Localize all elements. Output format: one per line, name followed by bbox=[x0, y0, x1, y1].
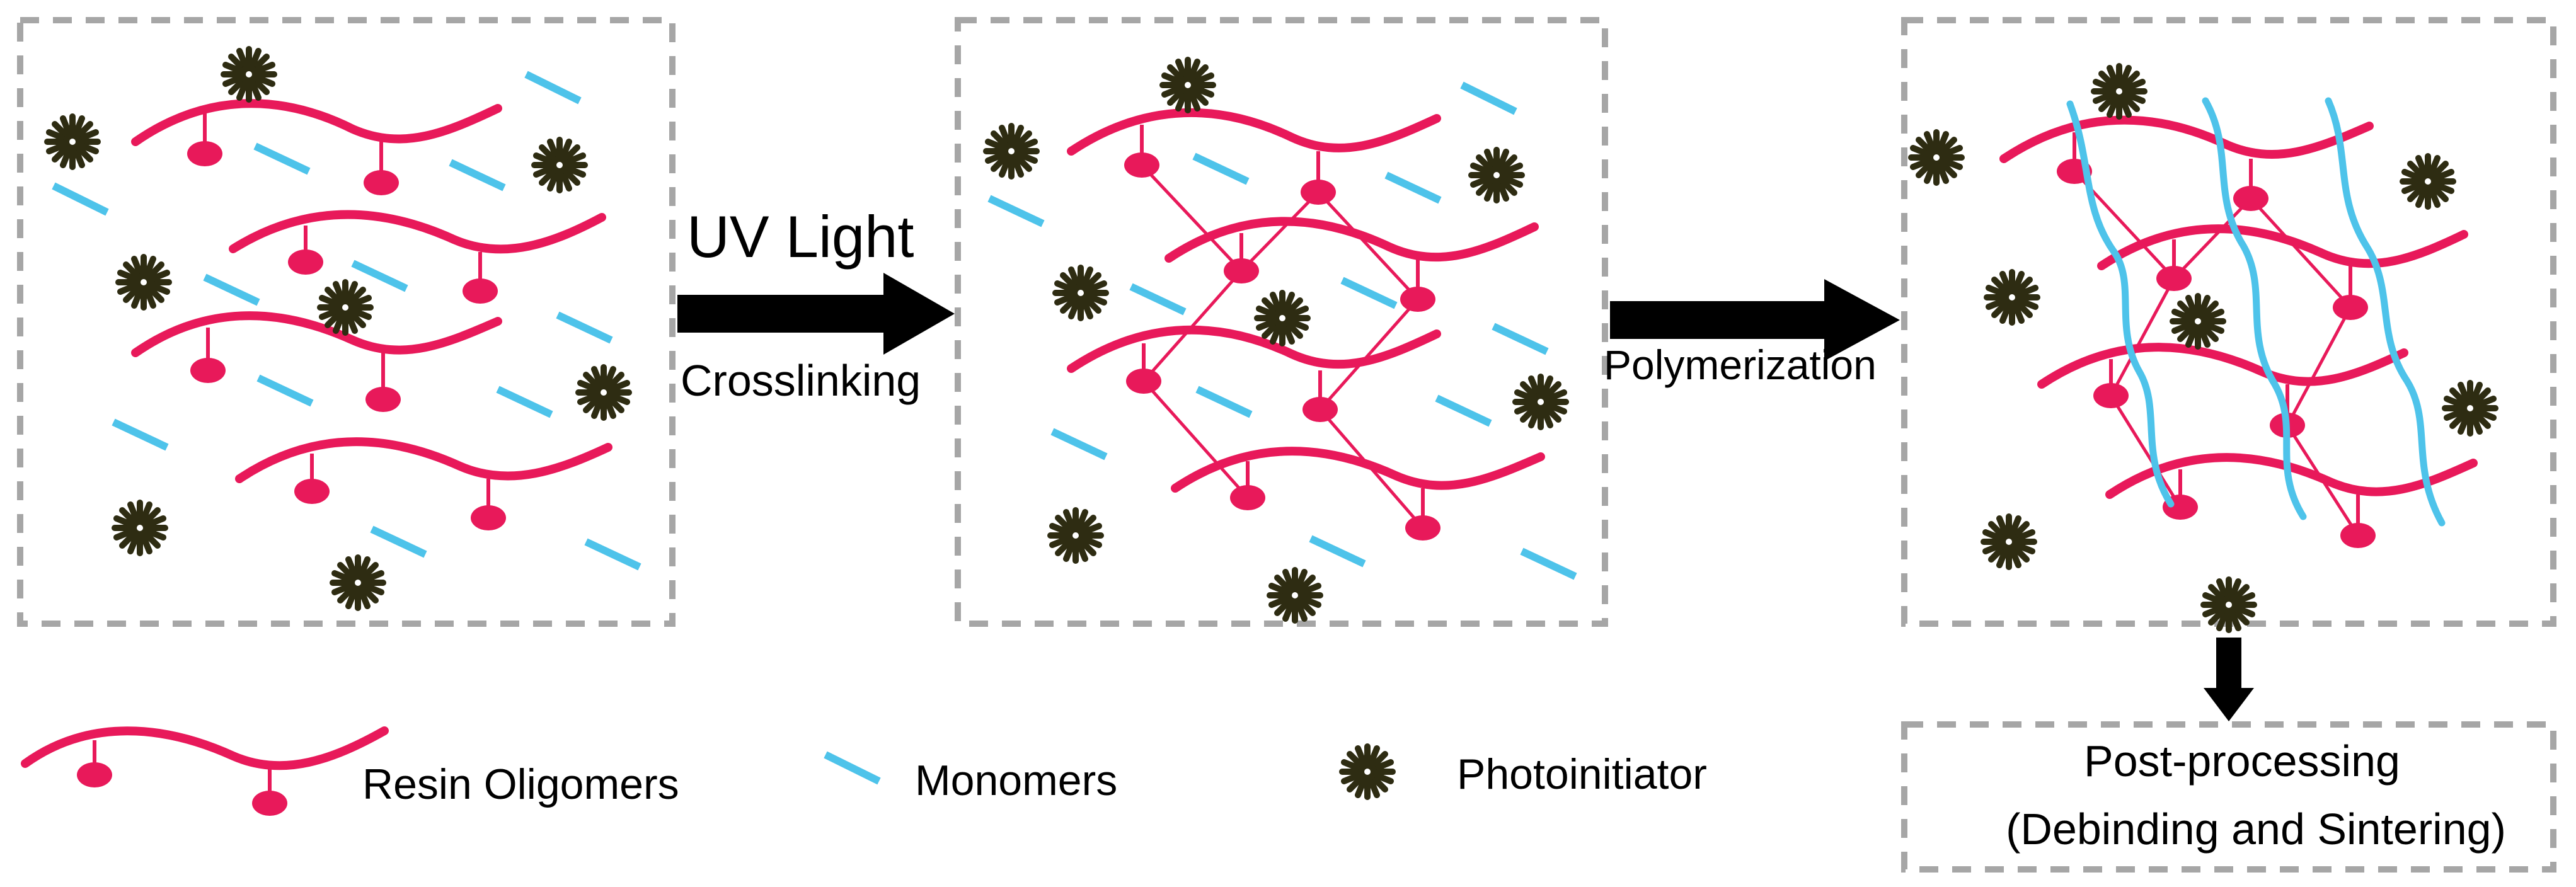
resin-oligomer-chain bbox=[2105, 453, 2478, 548]
arrow-post-processing bbox=[2204, 580, 2254, 721]
legend-resin-label: Resin Oligomers bbox=[362, 760, 679, 808]
resin-oligomer-chain bbox=[131, 99, 502, 195]
resin-oligomer-chain bbox=[235, 437, 612, 530]
photoinitiator-group bbox=[47, 49, 629, 608]
photoinitiator-icon bbox=[2204, 580, 2254, 630]
polymer-fiber-group bbox=[2066, 97, 2446, 527]
polymerization-label: Polymerization bbox=[1604, 341, 1877, 388]
panel-2-border bbox=[955, 17, 1608, 627]
resin-oligomer-chain bbox=[131, 311, 502, 412]
legend-monomers-label: Monomers bbox=[915, 757, 1117, 804]
legend-item-photoinitiator: Photoinitiator bbox=[1342, 747, 1707, 798]
panel-uncured-resin bbox=[17, 17, 676, 627]
legend-photoinitiator-label: Photoinitiator bbox=[1457, 750, 1707, 798]
resin-oligomer-chain bbox=[1164, 217, 1539, 312]
monomer-group bbox=[52, 71, 641, 571]
post-processing-subtitle: (Debinding and Sintering) bbox=[2006, 804, 2506, 854]
resin-oligomer-icon bbox=[21, 726, 389, 770]
legend: Resin Oligomers Monomers Photoinitiator bbox=[21, 726, 1707, 816]
crosslink-group bbox=[2073, 170, 2360, 537]
resin-oligomer-chain bbox=[2037, 343, 2408, 438]
post-processing-border bbox=[1901, 721, 2556, 873]
resin-oligomer-chain bbox=[1067, 108, 1441, 205]
photoinitiator-icon bbox=[1342, 747, 1393, 797]
resin-oligomer-chain bbox=[229, 210, 606, 304]
panel-polymerized-network bbox=[1901, 17, 2556, 627]
monomer-group bbox=[987, 81, 1577, 580]
panel-crosslinked-network bbox=[955, 17, 1608, 627]
legend-item-resin: Resin Oligomers bbox=[21, 726, 679, 816]
arrow-uv-crosslinking: UV Light Crosslinking bbox=[677, 203, 955, 405]
down-arrow-icon bbox=[2204, 638, 2254, 721]
crosslink-group bbox=[1141, 164, 1424, 529]
crosslinking-label: Crosslinking bbox=[681, 356, 921, 405]
arrow-polymerization: Polymerization bbox=[1604, 279, 1900, 388]
post-processing-box: Post-processing (Debinding and Sintering… bbox=[1901, 721, 2556, 873]
right-arrow-icon bbox=[1610, 279, 1900, 361]
photoinitiator-group bbox=[986, 60, 1566, 621]
resin-oligomer-chain bbox=[1067, 325, 1441, 422]
legend-item-monomers: Monomers bbox=[824, 751, 1117, 804]
right-arrow-icon bbox=[677, 273, 955, 355]
resin-oligomer-chain bbox=[1171, 447, 1545, 541]
monomer-icon bbox=[824, 751, 881, 785]
resin-oligomer-chain bbox=[2097, 224, 2468, 320]
post-processing-title: Post-processing bbox=[2084, 736, 2400, 786]
uv-light-label: UV Light bbox=[687, 203, 914, 270]
panel-1-border bbox=[17, 17, 676, 627]
resin-oligomer-chain bbox=[1999, 115, 2374, 211]
